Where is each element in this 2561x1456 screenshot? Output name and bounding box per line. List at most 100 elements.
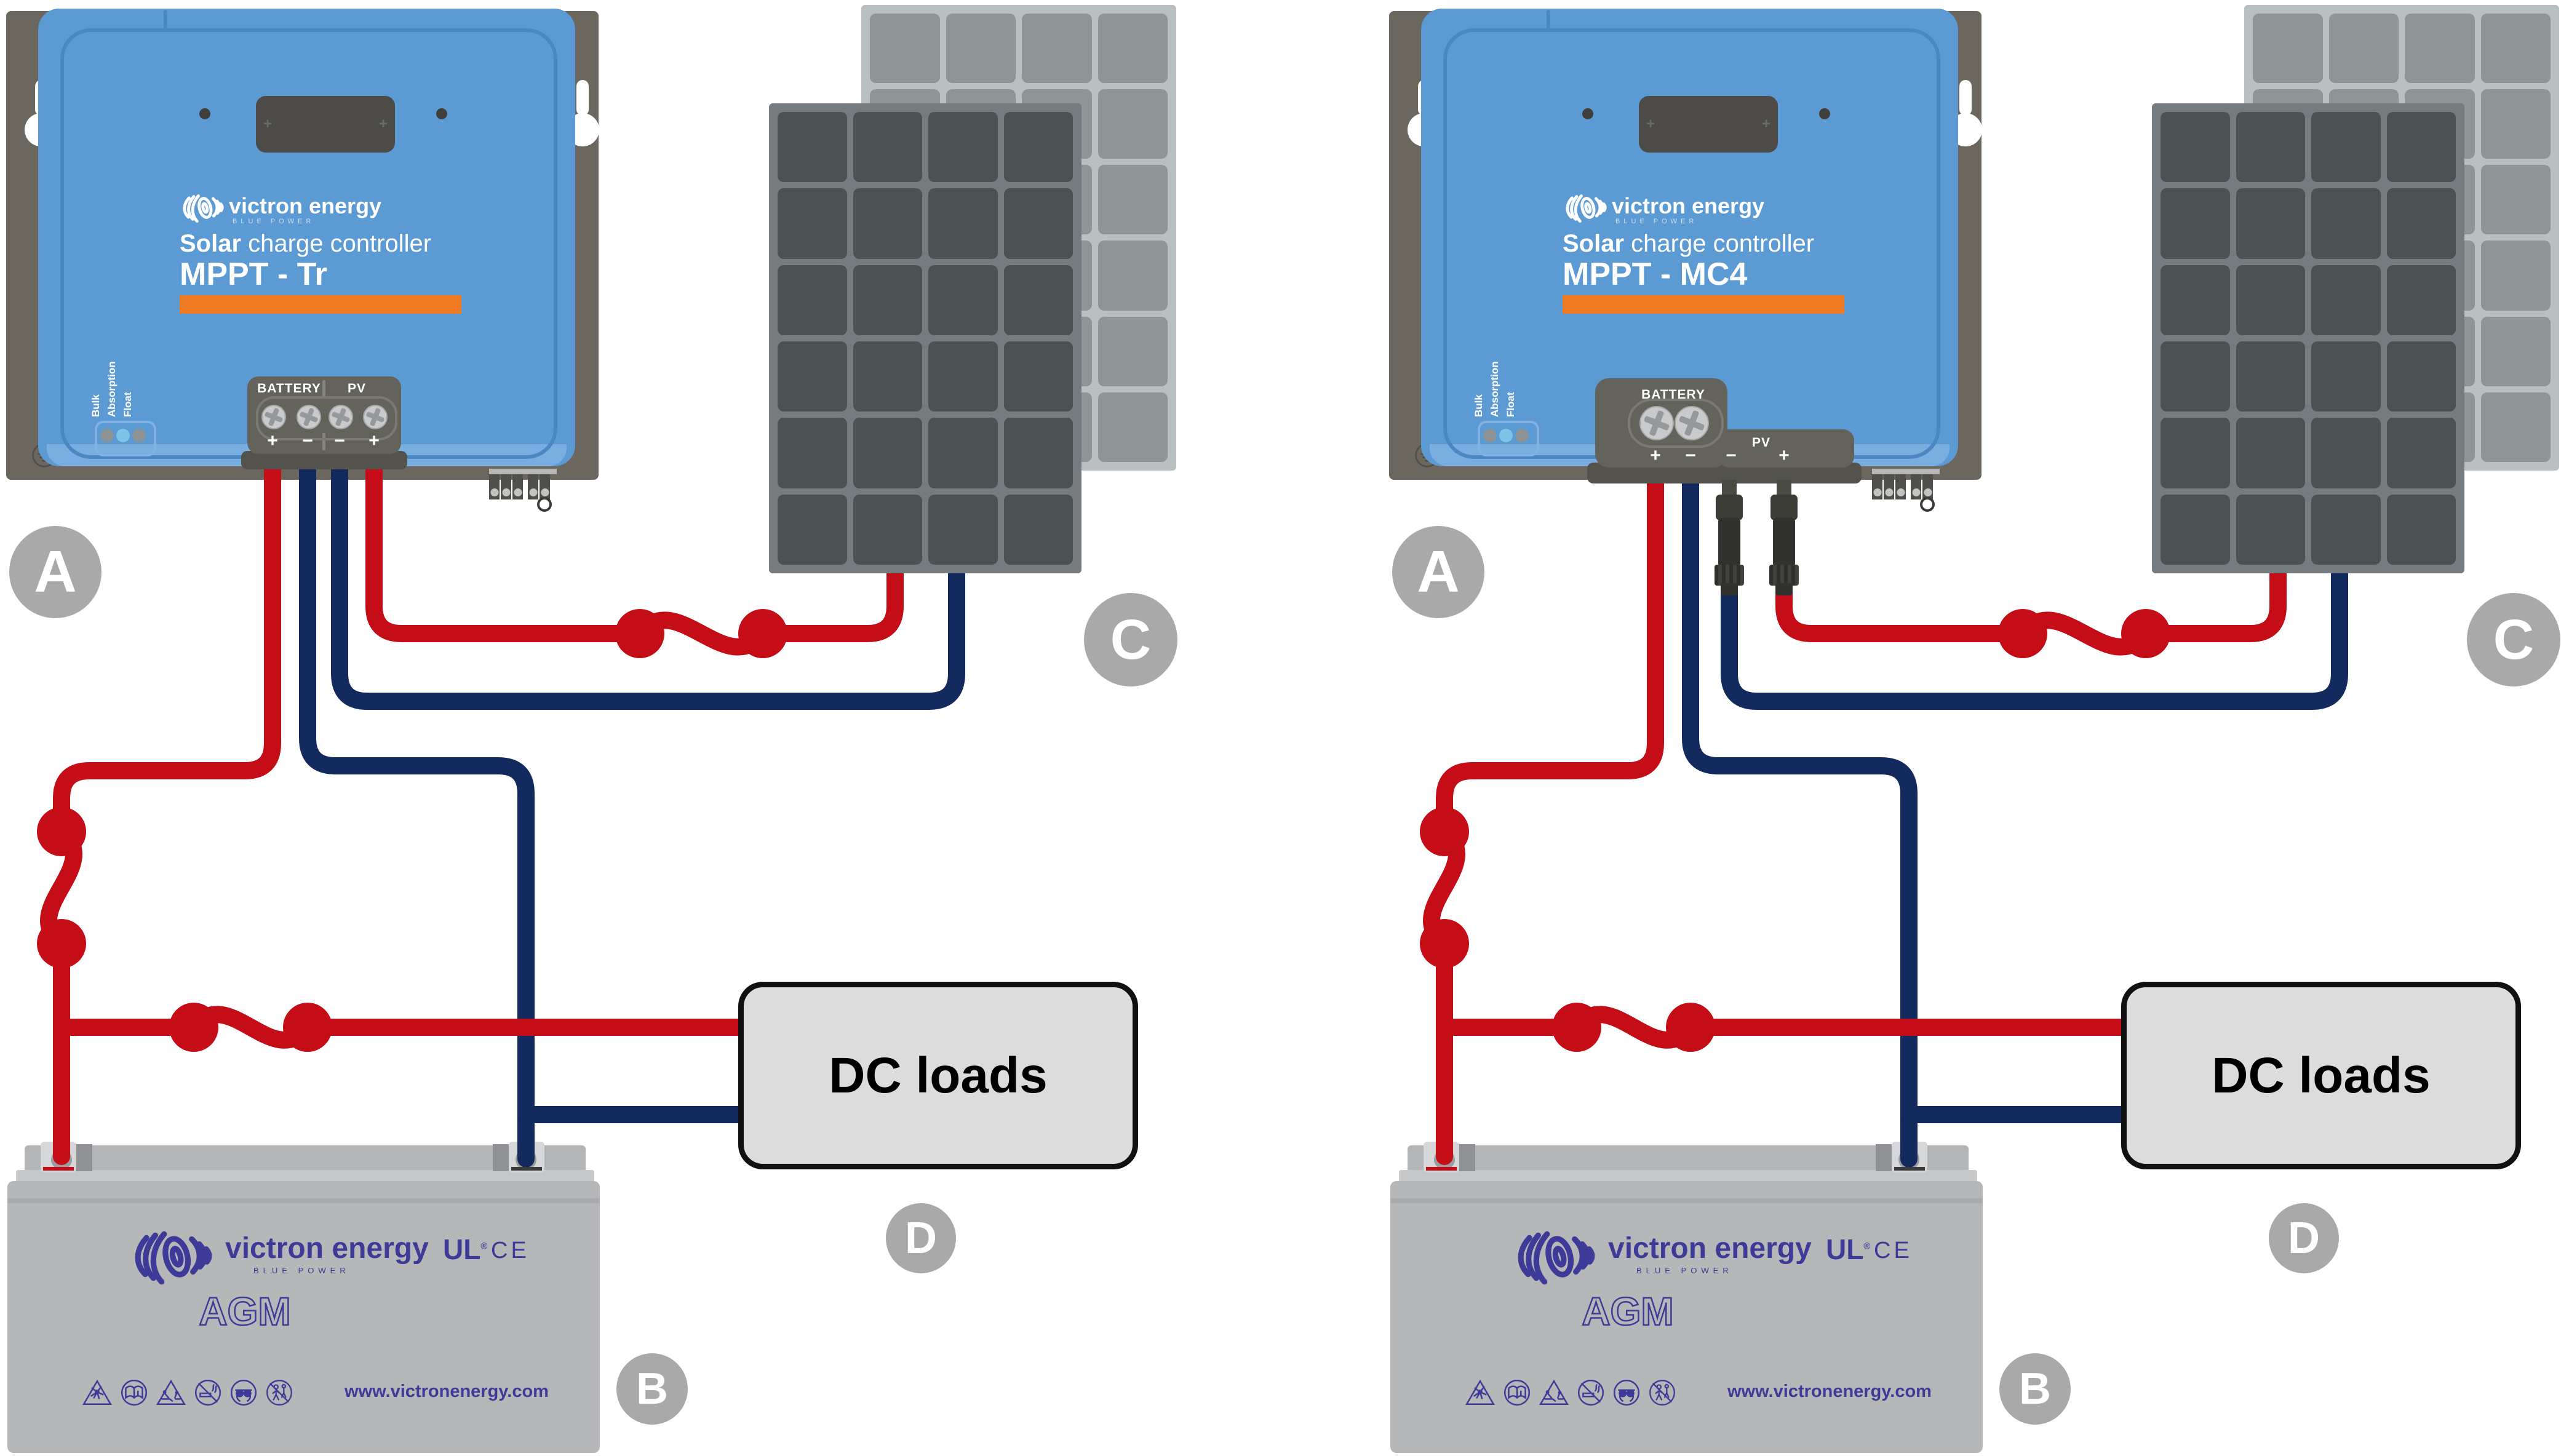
negative-post-base [511, 1167, 542, 1171]
solar-cell [928, 265, 998, 335]
accent-bar [1563, 295, 1844, 314]
battery-lid [1408, 1145, 1969, 1172]
positive-post-base [43, 1167, 74, 1171]
negative-post-base [1894, 1167, 1925, 1171]
polarity-sign: + [1778, 445, 1790, 466]
fuse-icon [1420, 919, 1469, 968]
solar-cell [2311, 188, 2381, 259]
case-screw-icon [199, 108, 210, 119]
mc4-tail [1775, 583, 1793, 595]
battery-post-clamp [493, 1144, 509, 1171]
solar-cell [2480, 89, 2551, 159]
solar-cell [2311, 341, 2381, 412]
controller-seam [1547, 10, 1550, 32]
comm-pin [540, 474, 550, 499]
solar-cell [2480, 316, 2551, 386]
display-screw-icon: + [1646, 116, 1655, 132]
led-absorption-icon [1499, 429, 1513, 442]
display-screw-icon: + [378, 116, 388, 132]
battery-type-label: AGM [198, 1289, 292, 1334]
solar-panel-front [2152, 103, 2464, 573]
accent-bar [180, 295, 461, 314]
fuse-icon [37, 807, 86, 856]
solar-cell [1003, 341, 1073, 412]
battery-terminal-label: BATTERY [257, 381, 321, 396]
mc4-grip-nut [1715, 565, 1744, 586]
solar-cell [2328, 14, 2399, 84]
solar-cell [1003, 112, 1073, 183]
comm-pin [1872, 474, 1882, 499]
solar-cell [2480, 165, 2551, 235]
terminal-screw [363, 405, 388, 429]
solar-cell [1097, 165, 1168, 235]
terminal-divider [322, 380, 325, 396]
pv-terminal-label: PV [347, 381, 366, 396]
diagram-mppt-mc4: + + victron energy BLUE POWER Solar char… [1383, 0, 2561, 1456]
battery-post-clamp [1459, 1144, 1475, 1171]
battery-negative-wire [299, 453, 535, 1168]
read-manual-icon [1504, 1379, 1531, 1406]
solar-cell [2161, 341, 2230, 412]
solar-cell [2161, 494, 2230, 565]
solar-panel-front [769, 103, 1081, 573]
ul-mark: UL® [443, 1233, 487, 1266]
eye-protection-icon [1613, 1379, 1640, 1406]
battery-brand-text: victron energy [225, 1232, 429, 1265]
solar-cell [2236, 418, 2305, 488]
solar-cell [2311, 112, 2381, 183]
solar-cell [1097, 392, 1168, 462]
comm-pin [512, 474, 523, 499]
mc4-neck [1722, 480, 1737, 496]
fuse-icon [738, 609, 787, 658]
solar-cell [2161, 112, 2230, 183]
mc4-tail [1721, 583, 1738, 595]
polarity-sign: − [1726, 445, 1737, 466]
battery-post-clamp [76, 1144, 92, 1171]
solar-cell [853, 265, 922, 335]
solar-cell [2236, 112, 2305, 183]
fuse-icon [1552, 1003, 1601, 1052]
dc-loads-label: DC loads [829, 1047, 1048, 1104]
product-name-rest: charge controller [1624, 230, 1815, 257]
comm-port [1872, 469, 1940, 512]
solar-cell [2386, 265, 2456, 335]
registered-icon: ® [480, 1241, 488, 1252]
ce-mark: CE [491, 1238, 530, 1263]
case-screw-icon [436, 108, 447, 119]
led-bulk-icon [1483, 429, 1497, 442]
solar-cell [853, 494, 922, 565]
wiring-layer [1420, 453, 2348, 1168]
solar-cell [2386, 112, 2456, 183]
top-layer: BATTERY PV + − − + [1383, 0, 2561, 1456]
terminal-screw [1639, 406, 1674, 440]
solar-cell [1003, 494, 1073, 565]
solar-cell [2236, 188, 2305, 259]
registered-icon: ® [1863, 1241, 1871, 1252]
pv-positive-wire [365, 453, 904, 656]
model-name: MPPT - MC4 [1563, 257, 1748, 292]
eye-protection-icon [230, 1379, 257, 1406]
polarity-sign: − [302, 431, 313, 451]
led-float-icon [132, 429, 146, 442]
diagram-mppt-tr: + + victron energy BLUE POWER Solar char… [0, 0, 1280, 1456]
battery-type-text: AGM [1582, 1289, 1673, 1334]
battery-terminal-label: BATTERY [1641, 388, 1705, 402]
mc4-connector-negative [1711, 480, 1748, 597]
battery-type-text: AGM [199, 1289, 290, 1334]
comm-pin [1922, 474, 1933, 499]
battery-shade-line [7, 1198, 600, 1203]
callout-c-pv-array: C [2467, 593, 2560, 686]
brand-text: victron energy [229, 193, 382, 218]
led-indicator-panel [1478, 421, 1539, 456]
solar-cell [928, 112, 998, 183]
battery-warning-icons [1464, 1377, 1698, 1409]
battery-website: www.victronenergy.com [1727, 1382, 1932, 1401]
callout-a-controller: A [1392, 526, 1484, 618]
brand-text: victron energy [1612, 193, 1765, 218]
pv-positive-wire [1775, 562, 2287, 656]
fuse-icon [1666, 1003, 1715, 1052]
terminal-screw [297, 405, 321, 429]
solar-cell [778, 265, 847, 335]
solar-cell [853, 418, 922, 488]
callout-d-dc-loads: D [886, 1203, 956, 1273]
